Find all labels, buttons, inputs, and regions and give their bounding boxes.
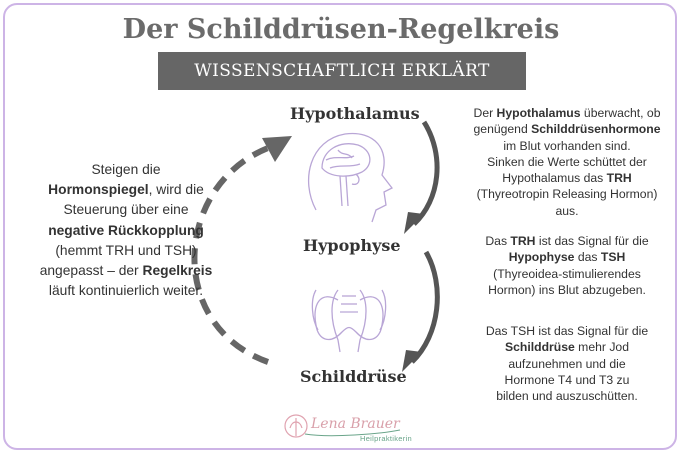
- feedback-description: Steigen die Hormonspiegel, wird die Steu…: [26, 160, 226, 301]
- left-line: läuft kontinuierlich weiter.: [48, 283, 204, 299]
- node-hypophyse: Hypophyse: [303, 236, 401, 255]
- arrow-hypophyse-to-schilddruese: [410, 250, 440, 364]
- node-hypothalamus: Hypothalamus: [290, 104, 420, 123]
- arrowhead-1: [404, 212, 424, 234]
- schilddruese-description: Das TSH ist das Signal für die Schilddrü…: [485, 324, 649, 404]
- feedback-arrowhead: [262, 136, 292, 162]
- left-line: angepasst – der Regelkreis: [39, 263, 213, 279]
- thyroid-illustration: [311, 289, 387, 353]
- logo-name: Lena Brauer: [311, 416, 400, 432]
- logo-subtitle: Heilpraktikerin: [360, 434, 413, 443]
- hypophyse-description: Das TRH ist das Signal für die Hypophyse…: [485, 234, 649, 297]
- page-title: Der Schilddrüsen-Regelkreis: [122, 14, 560, 45]
- left-line: Steuerung über eine: [63, 202, 189, 218]
- node-schilddruese: Schilddrüse: [300, 367, 407, 386]
- subtitle-banner: WISSENSCHAFTLICH ERKLÄRT: [158, 52, 526, 90]
- feedback-arrow-dashed: [191, 145, 270, 365]
- hypothalamus-description: Der Hypothalamus überwacht, ob genügend …: [473, 106, 661, 218]
- logo-underline: [304, 429, 401, 437]
- left-line: (hemmt TRH und TSH): [55, 242, 197, 258]
- left-line: negative Rückkopplung: [48, 222, 204, 238]
- logo-mark-icon: [284, 414, 308, 438]
- left-line: Steigen die: [91, 162, 161, 177]
- head-brain-illustration: [308, 132, 393, 223]
- arrow-hypothalamus-to-hypophyse: [412, 120, 440, 226]
- arrowhead-2: [402, 350, 422, 372]
- left-line: Hormonspiegel, wird die: [48, 182, 204, 198]
